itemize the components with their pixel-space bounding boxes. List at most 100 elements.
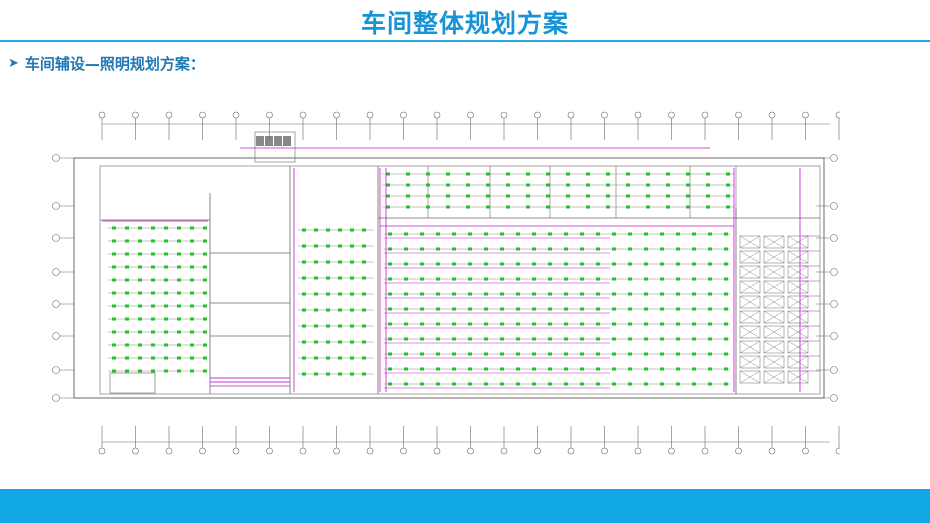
light-fixture — [388, 247, 392, 251]
light-fixture — [580, 262, 584, 266]
light-fixture — [516, 307, 520, 311]
light-fixture — [125, 226, 129, 230]
light-fixture — [606, 172, 610, 176]
light-fixture — [612, 322, 616, 326]
building-outline — [73, 157, 825, 399]
light-fixture — [692, 382, 696, 386]
light-fixture — [190, 330, 194, 334]
light-fixture — [486, 194, 490, 198]
light-fixture — [338, 340, 342, 344]
light-fixture — [190, 343, 194, 347]
light-fixture — [362, 244, 366, 248]
light-fixture — [446, 172, 450, 176]
light-fixture — [388, 382, 392, 386]
light-fixture — [468, 262, 472, 266]
light-fixture — [676, 352, 680, 356]
light-fixture — [686, 172, 690, 176]
light-fixture — [484, 277, 488, 281]
light-fixture — [190, 356, 194, 360]
light-fixture — [338, 372, 342, 376]
equipment-unit — [283, 136, 291, 146]
light-fixture — [177, 330, 181, 334]
light-fixture — [112, 343, 116, 347]
light-fixture — [660, 337, 664, 341]
light-fixture — [724, 277, 728, 281]
light-fixture — [138, 278, 142, 282]
light-fixture — [151, 356, 155, 360]
light-fixture — [177, 252, 181, 256]
light-fixture — [646, 205, 650, 209]
cabinet-cross — [763, 280, 785, 294]
light-fixture — [314, 372, 318, 376]
light-fixture — [596, 292, 600, 296]
cabinet — [763, 340, 785, 354]
row-bubble — [830, 202, 838, 210]
light-fixture — [628, 292, 632, 296]
grid-bubble — [802, 111, 809, 119]
light-fixture — [420, 352, 424, 356]
light-fixture — [532, 322, 536, 326]
light-fixture — [350, 340, 354, 344]
light-fixture — [644, 367, 648, 371]
light-fixture — [666, 194, 670, 198]
light-fixture — [388, 277, 392, 281]
light-fixture — [628, 247, 632, 251]
light-fixture — [138, 304, 142, 308]
light-fixture — [326, 244, 330, 248]
light-fixture — [151, 369, 155, 373]
grid-bubble — [366, 111, 374, 119]
light-fixture — [484, 367, 488, 371]
light-fixture — [420, 232, 424, 236]
light-fixture — [644, 232, 648, 236]
light-fixture — [426, 183, 430, 187]
light-fixture — [404, 382, 408, 386]
light-fixture — [516, 382, 520, 386]
light-fixture — [484, 382, 488, 386]
inner-wall — [99, 165, 821, 395]
light-fixture — [532, 232, 536, 236]
light-fixture — [350, 356, 354, 360]
light-fixture — [596, 307, 600, 311]
light-fixture — [660, 232, 664, 236]
light-fixture — [626, 183, 630, 187]
cabinet-cross — [739, 370, 761, 384]
light-fixture — [151, 304, 155, 308]
light-fixture — [644, 352, 648, 356]
light-fixture — [452, 232, 456, 236]
light-fixture — [164, 252, 168, 256]
grid-bubble — [299, 111, 307, 119]
light-fixture — [660, 322, 664, 326]
light-fixture — [436, 322, 440, 326]
light-fixture — [500, 247, 504, 251]
light-fixture — [466, 172, 470, 176]
light-fixture — [526, 172, 530, 176]
light-fixture — [404, 262, 408, 266]
light-fixture — [724, 232, 728, 236]
grid-bubble — [567, 111, 575, 119]
light-fixture — [350, 260, 354, 264]
light-fixture — [151, 226, 155, 230]
light-fixture — [724, 262, 728, 266]
light-fixture — [706, 172, 710, 176]
cabinet — [739, 355, 761, 369]
light-fixture — [326, 276, 330, 280]
light-fixture — [426, 205, 430, 209]
grid-bubble — [132, 111, 139, 119]
light-fixture — [708, 307, 712, 311]
light-fixture — [138, 343, 142, 347]
light-fixture — [203, 330, 207, 334]
light-fixture — [468, 277, 472, 281]
cabinet — [763, 370, 785, 384]
light-fixture — [386, 172, 390, 176]
page-title: 车间整体规划方案 — [360, 9, 569, 38]
light-fixture — [646, 183, 650, 187]
light-fixture — [138, 226, 142, 230]
light-fixture — [724, 322, 728, 326]
light-fixture — [338, 356, 342, 360]
light-fixture — [468, 307, 472, 311]
light-fixture — [626, 205, 630, 209]
light-fixture — [112, 278, 116, 282]
cabinet-cross — [787, 310, 809, 324]
light-fixture — [164, 343, 168, 347]
grid-bubble — [132, 447, 139, 455]
